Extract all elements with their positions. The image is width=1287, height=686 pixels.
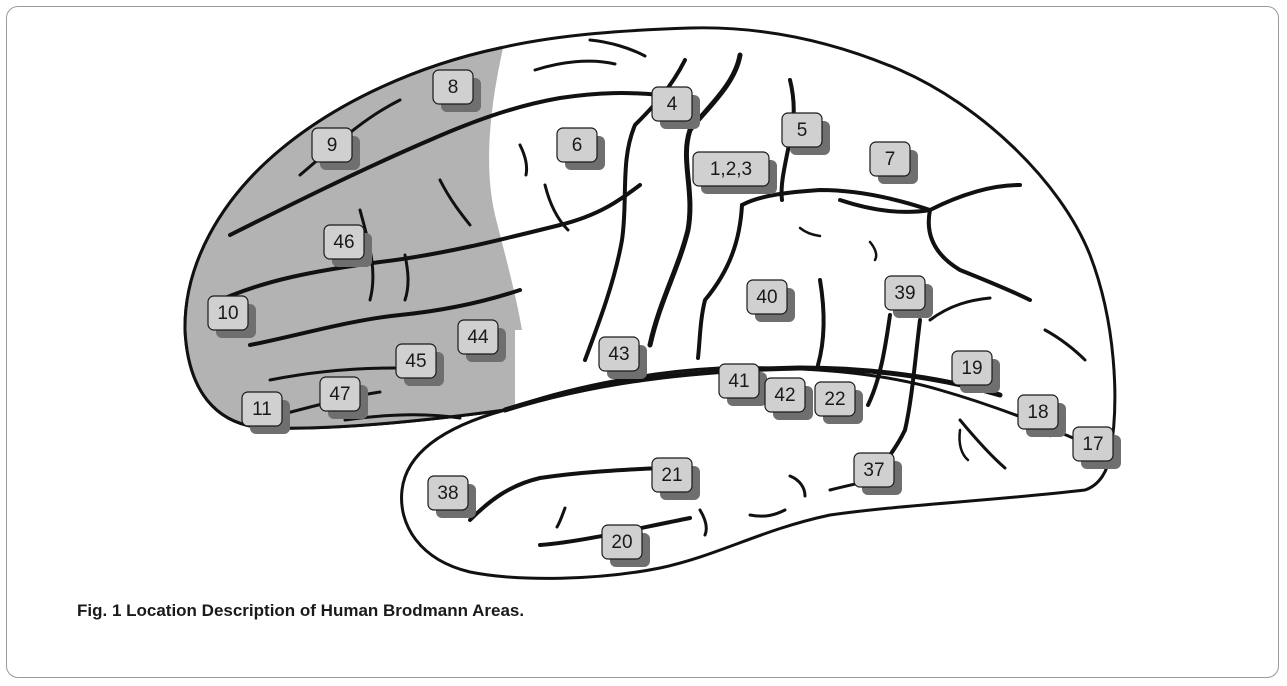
svg-text:6: 6 [572,135,583,156]
svg-text:37: 37 [863,460,884,481]
area-label-1-2-3: 1,2,3 [693,152,777,194]
svg-text:20: 20 [611,532,632,553]
svg-text:41: 41 [728,371,749,392]
svg-text:9: 9 [327,135,338,156]
svg-text:1,2,3: 1,2,3 [710,159,752,180]
svg-text:4: 4 [667,94,678,115]
svg-text:43: 43 [608,344,629,365]
svg-text:17: 17 [1082,434,1103,455]
svg-text:22: 22 [824,389,845,410]
svg-text:45: 45 [405,351,426,372]
svg-text:46: 46 [333,232,354,253]
svg-text:7: 7 [885,149,896,170]
svg-text:38: 38 [437,483,458,504]
svg-text:21: 21 [661,465,682,486]
svg-text:8: 8 [448,77,459,98]
svg-text:5: 5 [797,120,808,141]
svg-text:42: 42 [774,385,795,406]
svg-text:39: 39 [894,283,915,304]
svg-text:11: 11 [252,399,272,420]
svg-text:19: 19 [961,358,982,379]
figure-caption: Fig. 1 Location Description of Human Bro… [77,601,524,621]
svg-text:47: 47 [329,384,350,405]
svg-text:18: 18 [1027,402,1048,423]
svg-text:40: 40 [756,287,777,308]
svg-text:44: 44 [467,327,489,348]
svg-text:10: 10 [217,303,238,324]
